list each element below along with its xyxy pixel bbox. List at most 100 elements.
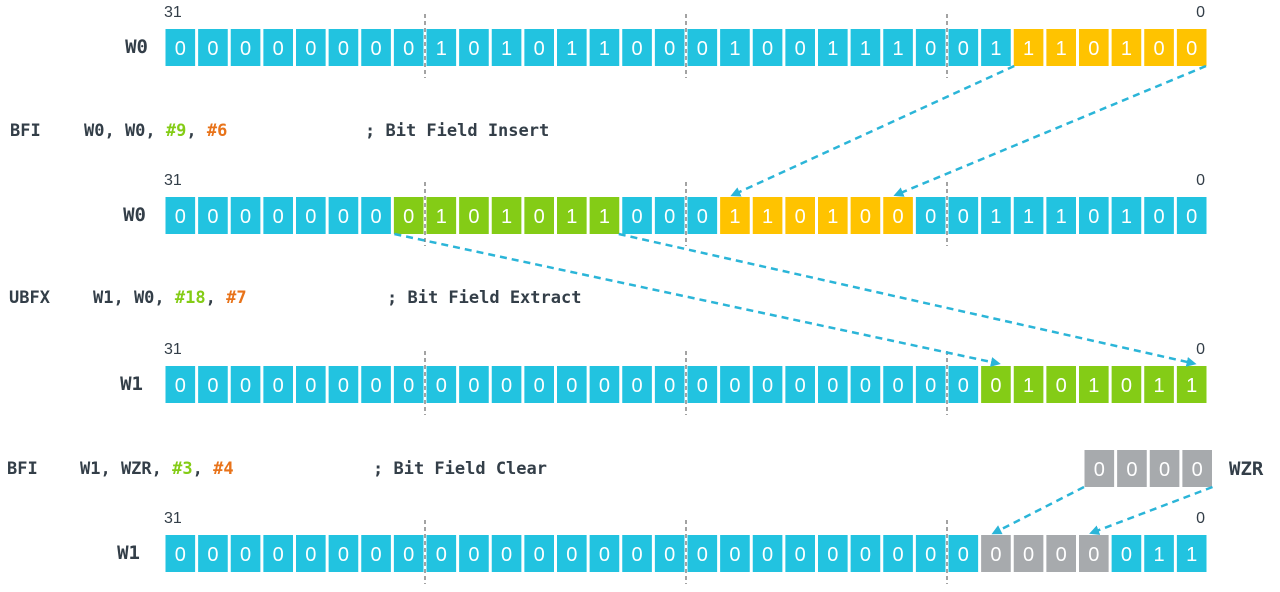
bit-cell: 0 <box>165 366 196 403</box>
bit-cell: 0 <box>263 366 293 403</box>
bit-value: 0 <box>762 38 773 60</box>
bit-cell-background <box>915 197 946 234</box>
bit-value: 0 <box>338 38 349 60</box>
bit-cell: 0 <box>198 366 228 403</box>
field-move-arrow <box>730 64 1015 197</box>
bit-value: 0 <box>305 206 316 228</box>
bit-cell: 0 <box>654 197 685 234</box>
bit-value: 1 <box>893 38 904 60</box>
bit-value: 1 <box>436 206 447 228</box>
bit-cell: 1 <box>720 29 750 66</box>
bit-value: 1 <box>762 206 773 228</box>
bit-cell: 1 <box>1079 366 1109 403</box>
bit-value: 0 <box>599 375 610 397</box>
bit-value: 0 <box>305 544 316 566</box>
bit-cell-background <box>589 366 620 403</box>
bit-value: 0 <box>762 544 773 566</box>
bit-cell: 1 <box>1111 29 1142 66</box>
bit-cell: 1 <box>1013 366 1044 403</box>
bit-cell: 0 <box>361 29 391 66</box>
bit-value: 0 <box>338 375 349 397</box>
bit-value: 0 <box>273 375 284 397</box>
bit-value: 1 <box>1154 544 1165 566</box>
instruction-mnemonic: UBFX <box>9 288 51 308</box>
bit-value: 1 <box>1121 38 1132 60</box>
bit-value: 0 <box>664 206 675 228</box>
bit-cell-background <box>915 29 946 66</box>
bit-cell-background <box>1111 535 1142 572</box>
bit-cell-background <box>687 535 718 572</box>
bit-value: 0 <box>762 375 773 397</box>
bit-cell-background <box>263 366 293 403</box>
bit-value: 1 <box>1154 375 1165 397</box>
bit-cell: 0 <box>230 197 261 234</box>
bit-cell: 0 <box>1079 197 1109 234</box>
bit-cell: 1 <box>818 197 848 234</box>
bit-cell: 1 <box>981 197 1011 234</box>
bit-cell: 0 <box>328 29 359 66</box>
bit-cell: 0 <box>557 366 587 403</box>
bit-cell: 0 <box>426 535 457 572</box>
bit-cell-background <box>557 366 587 403</box>
wzr-bit-value: 0 <box>1159 459 1170 481</box>
bit-value: 1 <box>599 206 610 228</box>
bit-cell: 0 <box>524 197 554 234</box>
bit-cell: 1 <box>818 29 848 66</box>
bit-value: 0 <box>436 544 447 566</box>
bit-value: 0 <box>273 206 284 228</box>
bit-value: 1 <box>1023 38 1034 60</box>
bit-cell: 1 <box>589 29 620 66</box>
bit-cell-background <box>981 366 1011 403</box>
field-move-arrow <box>618 232 1197 367</box>
bit-cell: 0 <box>589 535 620 572</box>
bit-cell: 1 <box>1111 197 1142 234</box>
bit-cell-background <box>981 535 1011 572</box>
bit-cell-background <box>296 366 326 403</box>
bit-cell-background <box>1079 535 1109 572</box>
bit-cell-background <box>557 197 587 234</box>
bit-cell-background <box>361 535 391 572</box>
bit-value: 0 <box>632 206 643 228</box>
bit-cell-background <box>1079 29 1109 66</box>
bit-cell: 0 <box>915 535 946 572</box>
bit-cell-background <box>785 366 815 403</box>
wzr-label: WZR <box>1229 458 1264 480</box>
bit-value: 0 <box>958 544 969 566</box>
register-name: W0 <box>125 36 148 58</box>
bit-value: 0 <box>1121 544 1132 566</box>
wzr-bit-cell: 0 <box>1149 450 1180 487</box>
bit-value: 0 <box>632 375 643 397</box>
bit-value: 0 <box>860 544 871 566</box>
msb-index-label: 31 <box>164 172 182 189</box>
instruction-comment: ; Bit Field Insert <box>365 121 549 141</box>
wzr-bit-value: 0 <box>1126 459 1137 481</box>
bit-value: 1 <box>1023 375 1034 397</box>
bit-cell-background <box>426 197 457 234</box>
bit-cell-background <box>230 535 261 572</box>
bit-cell-background <box>328 29 359 66</box>
bit-cell: 0 <box>393 366 424 403</box>
bit-cell: 0 <box>785 29 815 66</box>
bit-value: 0 <box>403 375 414 397</box>
bit-value: 0 <box>697 544 708 566</box>
bit-cell: 0 <box>948 366 979 403</box>
bit-value: 0 <box>403 38 414 60</box>
bit-value: 0 <box>925 38 936 60</box>
bit-cell: 0 <box>557 535 587 572</box>
bit-cell: 1 <box>1013 197 1044 234</box>
bit-cell: 0 <box>165 535 196 572</box>
bit-cell: 1 <box>1144 366 1174 403</box>
bit-cell-background <box>1176 29 1207 66</box>
bit-cell: 1 <box>426 197 457 234</box>
bit-value: 1 <box>566 206 577 228</box>
bit-value: 0 <box>1088 206 1099 228</box>
bit-value: 0 <box>338 206 349 228</box>
bit-value: 0 <box>958 375 969 397</box>
bit-value: 0 <box>338 544 349 566</box>
bit-value: 1 <box>1088 375 1099 397</box>
bit-value: 0 <box>632 38 643 60</box>
instruction-line-1: BFI W0, W0, #9, #6 ; Bit Field Insert <box>10 121 549 141</box>
lsb-index-label: 0 <box>1196 4 1205 21</box>
